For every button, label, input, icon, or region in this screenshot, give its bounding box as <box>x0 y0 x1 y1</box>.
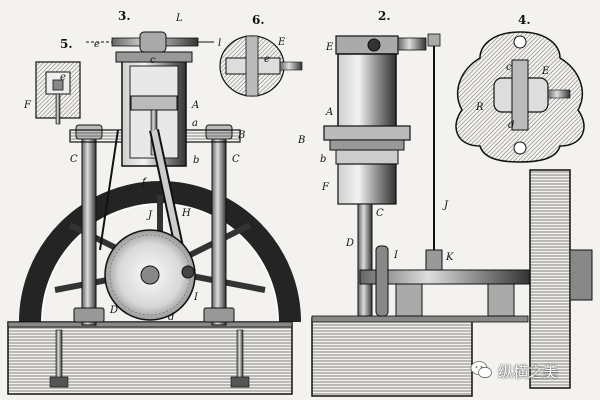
svg-text:B: B <box>297 135 305 146</box>
svg-text:c: c <box>506 62 512 73</box>
svg-text:A: A <box>191 100 199 111</box>
watermark: 纵横之美 <box>470 358 596 384</box>
svg-text:J: J <box>146 210 153 221</box>
right-column <box>211 134 227 326</box>
figure-4-valve-plate: 4. c E R d <box>455 13 585 163</box>
figure-2-number: 2. <box>378 9 391 23</box>
svg-text:e: e <box>60 72 66 83</box>
cylinder-2 <box>337 53 397 129</box>
figure-4-number: 4. <box>518 13 531 27</box>
svg-text:C: C <box>232 154 240 165</box>
svg-text:D: D <box>109 305 118 316</box>
svg-text:l: l <box>218 38 221 49</box>
svg-text:F: F <box>23 100 32 111</box>
left-column <box>81 134 97 326</box>
svg-text:b: b <box>320 154 326 165</box>
figure-3-engine: 3. L l e c A a B C C b f J H I D d <box>7 9 301 395</box>
figure-3-number: 3. <box>118 9 131 23</box>
svg-text:d: d <box>508 120 514 131</box>
svg-text:C: C <box>376 208 384 219</box>
svg-text:E: E <box>277 37 286 48</box>
figure-5-number: 5. <box>60 37 73 51</box>
figure-2-engine: 2. E A B b F C J D I K <box>297 9 593 397</box>
figure-6-number: 6. <box>252 13 265 27</box>
svg-text:B: B <box>237 130 245 141</box>
svg-text:E: E <box>541 66 550 77</box>
svg-text:H: H <box>181 208 191 219</box>
svg-text:b: b <box>193 155 199 166</box>
svg-text:I: I <box>393 250 399 261</box>
svg-text:e: e <box>94 39 100 50</box>
svg-text:d: d <box>168 312 174 323</box>
svg-text:c: c <box>150 55 156 66</box>
svg-text:E: E <box>325 42 334 53</box>
watermark-text: 纵横之美 <box>498 363 559 381</box>
flywheel-2 <box>529 169 571 389</box>
engine-base-2 <box>311 317 473 397</box>
svg-text:A: A <box>325 107 333 118</box>
svg-text:D: D <box>345 238 354 249</box>
figure-6-valve-section: 6. E e <box>219 13 303 97</box>
svg-text:C: C <box>70 154 78 165</box>
figure-5-valve-detail: 5. F e <box>23 37 81 125</box>
svg-text:R: R <box>475 102 484 113</box>
svg-text:J: J <box>442 200 449 211</box>
svg-text:a: a <box>192 118 198 129</box>
svg-text:F: F <box>321 182 330 193</box>
svg-text:I: I <box>193 292 199 303</box>
wechat-icon <box>470 361 492 379</box>
svg-text:f: f <box>141 177 148 188</box>
svg-text:K: K <box>445 252 454 263</box>
svg-text:L: L <box>175 13 183 24</box>
piston <box>130 95 178 111</box>
svg-text:e: e <box>264 54 270 65</box>
